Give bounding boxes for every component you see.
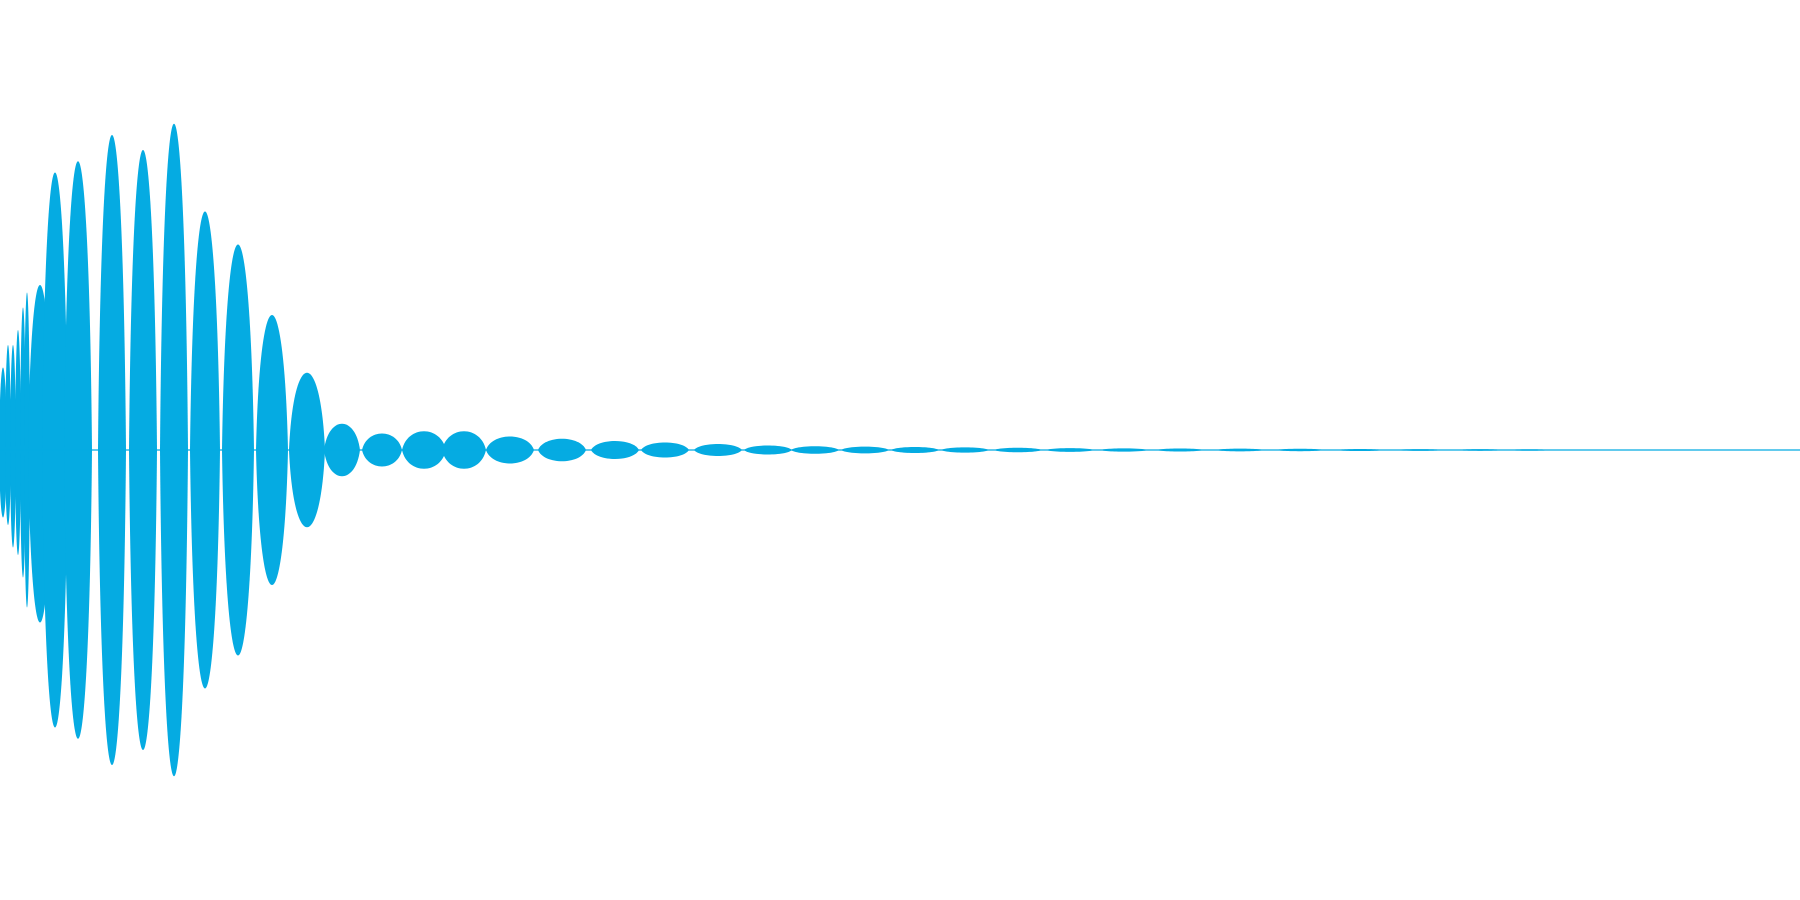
waveform-lobe-1 xyxy=(5,345,11,525)
waveform-lobe-2 xyxy=(10,345,16,548)
waveform-lobe-3 xyxy=(15,330,21,555)
waveform-lobe-0 xyxy=(0,367,7,518)
